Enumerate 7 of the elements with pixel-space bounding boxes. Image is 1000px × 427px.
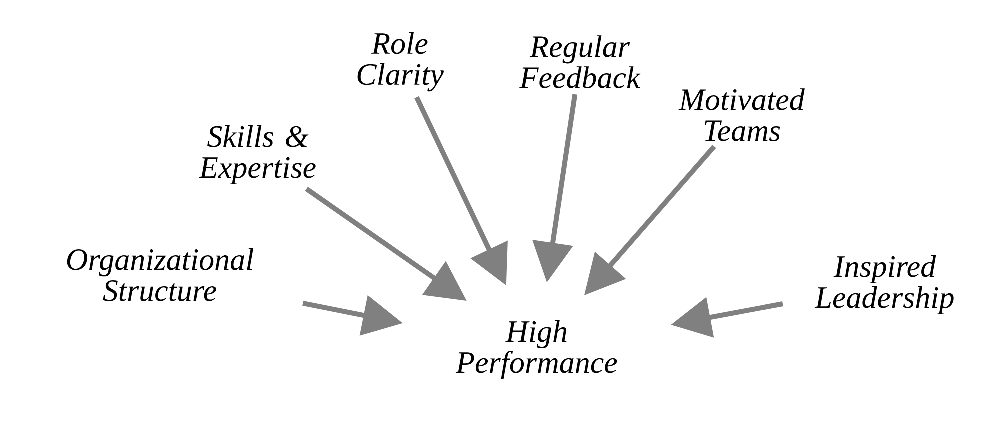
label-text: Role Clarity <box>358 32 444 92</box>
label-text: Regular Feedback <box>520 36 641 88</box>
label-text: Inspired Leadership <box>814 255 954 315</box>
label-text: Organizational Structure <box>67 248 254 302</box>
label-text: Motivated Teams <box>678 88 805 142</box>
label-text: Skills & Expertise <box>199 125 316 185</box>
label-text: High Performance <box>456 320 618 380</box>
